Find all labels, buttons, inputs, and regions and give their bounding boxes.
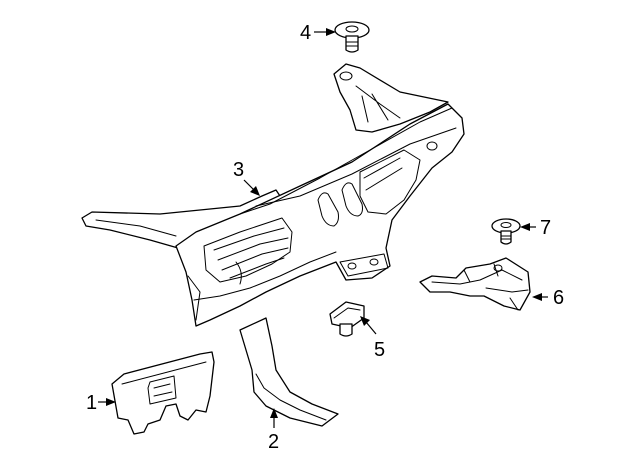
part-7-bolt (491, 218, 521, 245)
part-5-clip-nut (329, 301, 365, 337)
callout-label-1: 1 (86, 392, 97, 414)
arrowhead (360, 316, 370, 326)
callout-5: 5 (360, 316, 385, 361)
callout-label-3: 3 (233, 159, 244, 181)
callout-label-5: 5 (374, 339, 385, 361)
arrowhead (532, 293, 542, 301)
callout-label-2: 2 (268, 431, 279, 453)
arrowhead (520, 223, 530, 231)
callout-1: 1 (86, 392, 116, 414)
arrowhead (106, 398, 116, 406)
arrowhead (250, 186, 260, 196)
callout-2: 2 (268, 408, 279, 453)
part-2-strap (239, 317, 339, 427)
part-3-shield-assembly (81, 63, 465, 327)
part-1-shield-plate (111, 351, 215, 435)
callout-label-7: 7 (540, 217, 551, 239)
arrowhead (326, 28, 336, 36)
callout-6: 6 (532, 287, 564, 309)
callout-label-6: 6 (553, 287, 564, 309)
callout-7: 7 (520, 217, 551, 239)
arrowhead (270, 408, 278, 418)
callout-label-4: 4 (300, 22, 311, 44)
callout-4: 4 (300, 22, 336, 44)
callout-3: 3 (233, 159, 260, 196)
part-4-bolt (334, 21, 370, 53)
part-6-bracket (419, 257, 531, 311)
